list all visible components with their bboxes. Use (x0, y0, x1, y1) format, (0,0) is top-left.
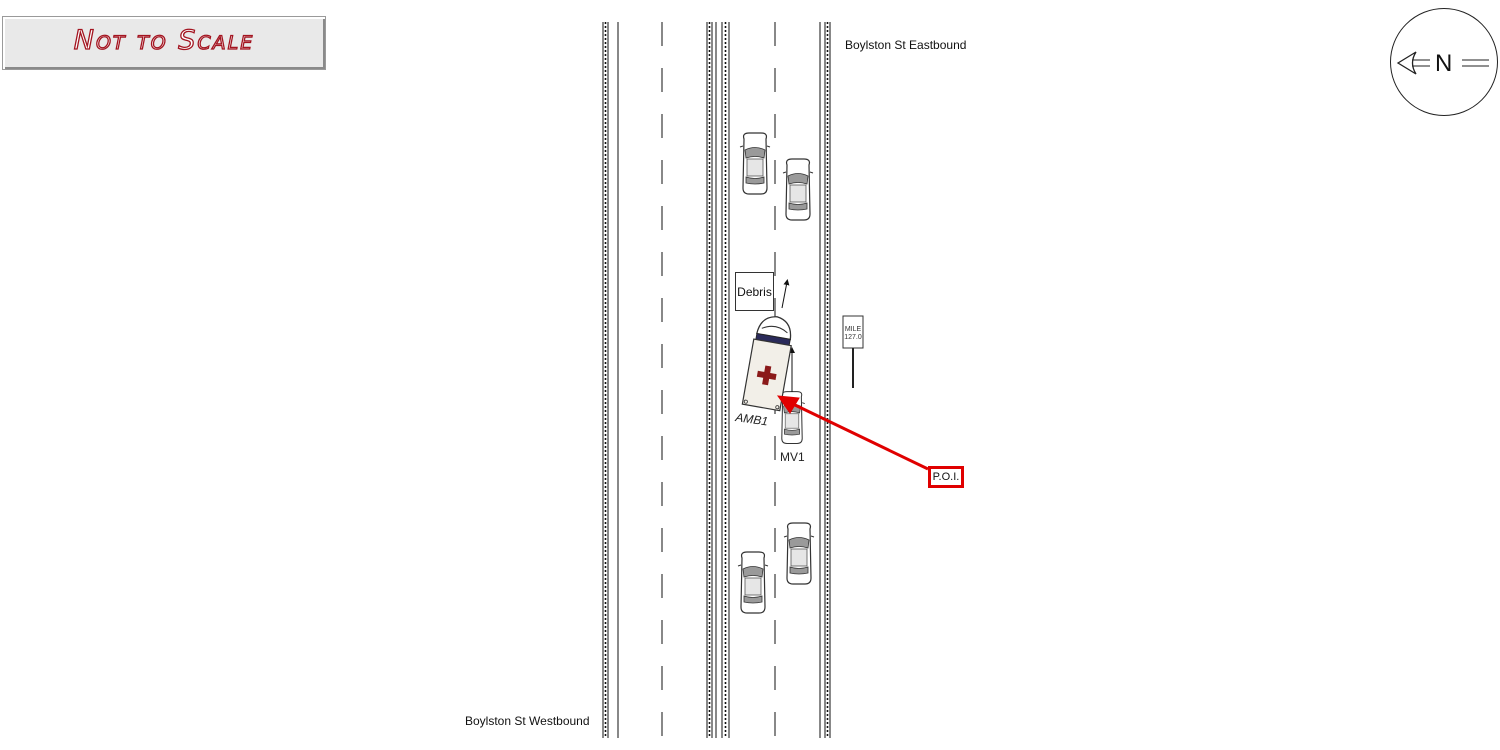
debris-box: Debris (735, 272, 774, 311)
ambulance-label: AMB1 (734, 410, 769, 429)
road-edge-left (602, 22, 609, 738)
mile-sign-line1: MILE (845, 326, 862, 333)
not-to-scale-text: Not to Scale (73, 24, 255, 56)
road-edge-right (824, 22, 831, 738)
poi-label: P.O.I. (928, 466, 964, 488)
mile-sign-line2: 127.0 (844, 334, 862, 341)
ambulance (741, 316, 792, 412)
not-to-scale-badge: Not to Scale (2, 16, 326, 70)
median (706, 22, 730, 738)
westbound-road-label: Boylston St Westbound (465, 714, 590, 728)
ambulance-direction-arrow (781, 279, 790, 309)
mv1-label: MV1 (780, 450, 805, 464)
poi-pointer-arrow (776, 395, 929, 471)
north-letter: N (1435, 50, 1453, 77)
eastbound-road-label: Boylston St Eastbound (845, 38, 967, 52)
